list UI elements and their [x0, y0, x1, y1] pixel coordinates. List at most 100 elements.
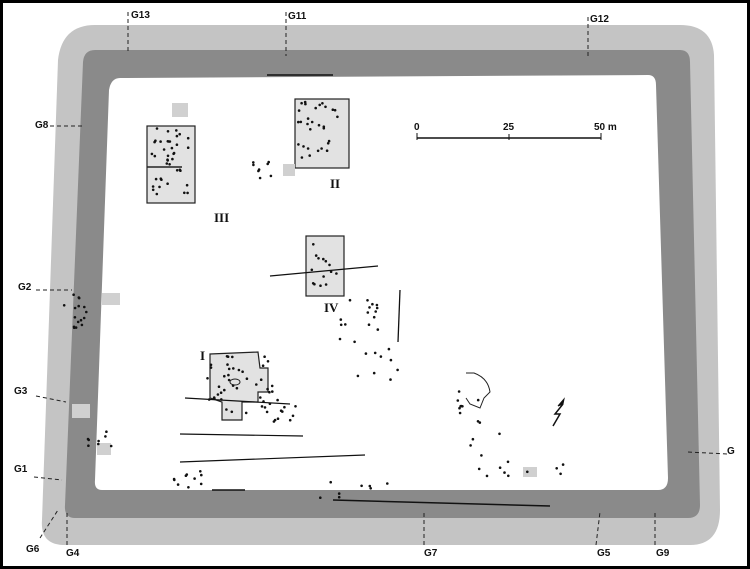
post-hole	[62, 304, 66, 307]
post-hole	[339, 323, 343, 327]
post-hole	[166, 130, 170, 133]
post-hole	[303, 100, 307, 104]
post-hole	[178, 132, 181, 136]
post-hole	[183, 191, 186, 195]
post-hole	[231, 384, 235, 387]
post-hole	[166, 182, 169, 185]
post-hole	[457, 390, 461, 393]
post-hole	[269, 174, 273, 178]
building-iv	[305, 235, 345, 297]
post-hole	[266, 387, 269, 391]
post-hole	[308, 154, 312, 157]
post-hole	[184, 474, 188, 478]
post-hole	[310, 120, 314, 124]
post-hole	[322, 127, 326, 130]
post-hole	[235, 386, 239, 390]
gate-label-g8: G8	[35, 120, 49, 131]
post-hole	[294, 405, 297, 408]
post-hole	[271, 390, 274, 393]
gate-label-g11: G11	[288, 11, 307, 22]
post-hole	[306, 122, 309, 126]
post-hole	[241, 370, 244, 374]
post-hole	[476, 420, 480, 423]
post-hole	[216, 393, 220, 396]
post-hole	[209, 363, 213, 367]
post-hole	[339, 318, 343, 321]
post-hole	[97, 439, 100, 443]
post-hole	[480, 454, 483, 457]
post-hole	[260, 405, 264, 408]
post-hole	[374, 310, 378, 313]
post-hole	[283, 405, 286, 409]
gate-label-g13: G13	[131, 10, 150, 21]
post-hole	[328, 263, 331, 267]
post-hole	[263, 406, 267, 409]
post-hole	[316, 149, 320, 153]
post-hole	[559, 472, 562, 476]
post-hole	[232, 367, 235, 370]
post-hole	[344, 323, 347, 326]
post-hole	[387, 347, 391, 351]
post-hole	[379, 355, 383, 358]
post-hole	[200, 473, 203, 477]
post-hole	[498, 466, 502, 470]
post-hole	[322, 275, 325, 278]
post-hole	[254, 383, 258, 386]
post-holes	[62, 100, 565, 500]
post-hole	[265, 410, 269, 414]
post-hole	[356, 374, 360, 378]
post-hole	[186, 191, 189, 195]
post-hole	[185, 183, 189, 187]
post-hole	[258, 176, 262, 180]
post-hole	[353, 340, 356, 344]
post-hole	[272, 420, 276, 423]
post-hole	[82, 316, 86, 320]
post-hole	[83, 305, 86, 309]
post-hole	[327, 139, 331, 143]
post-hole	[389, 378, 392, 381]
post-hole	[72, 326, 76, 330]
post-hole	[270, 384, 274, 388]
post-hole	[219, 391, 223, 395]
post-hole	[225, 408, 228, 411]
post-hole	[199, 470, 202, 473]
post-hole	[461, 405, 464, 408]
post-hole	[175, 134, 179, 138]
post-hole	[279, 409, 283, 413]
post-hole	[79, 318, 83, 322]
post-hole	[168, 163, 171, 166]
post-hole	[333, 108, 337, 112]
post-hole	[166, 158, 169, 161]
post-hole	[386, 482, 389, 485]
post-hole	[300, 156, 304, 159]
post-hole	[244, 411, 248, 415]
scale-label-50: 50 m	[594, 122, 617, 133]
post-hole	[314, 254, 318, 257]
post-hole	[245, 377, 249, 381]
post-hole	[171, 157, 174, 161]
scale-label-25: 25	[503, 122, 515, 133]
post-hole	[477, 467, 481, 471]
post-hole	[206, 377, 209, 380]
post-hole	[227, 373, 230, 377]
post-hole	[337, 492, 341, 495]
post-hole	[186, 146, 190, 149]
post-hole	[366, 311, 370, 314]
post-hole	[74, 326, 78, 329]
post-hole	[526, 470, 529, 474]
post-hole	[231, 355, 234, 359]
post-hole	[375, 303, 379, 307]
post-hole	[368, 306, 371, 309]
post-hole	[276, 417, 280, 421]
post-hole	[154, 139, 157, 142]
post-hole	[226, 363, 229, 366]
post-hole	[155, 192, 159, 196]
post-hole	[207, 398, 211, 401]
post-hole	[396, 368, 399, 372]
post-hole	[263, 355, 266, 359]
post-hole	[302, 145, 305, 148]
post-hole	[322, 257, 325, 261]
post-hole	[507, 474, 510, 478]
post-hole	[223, 374, 226, 378]
post-hole	[318, 103, 322, 107]
